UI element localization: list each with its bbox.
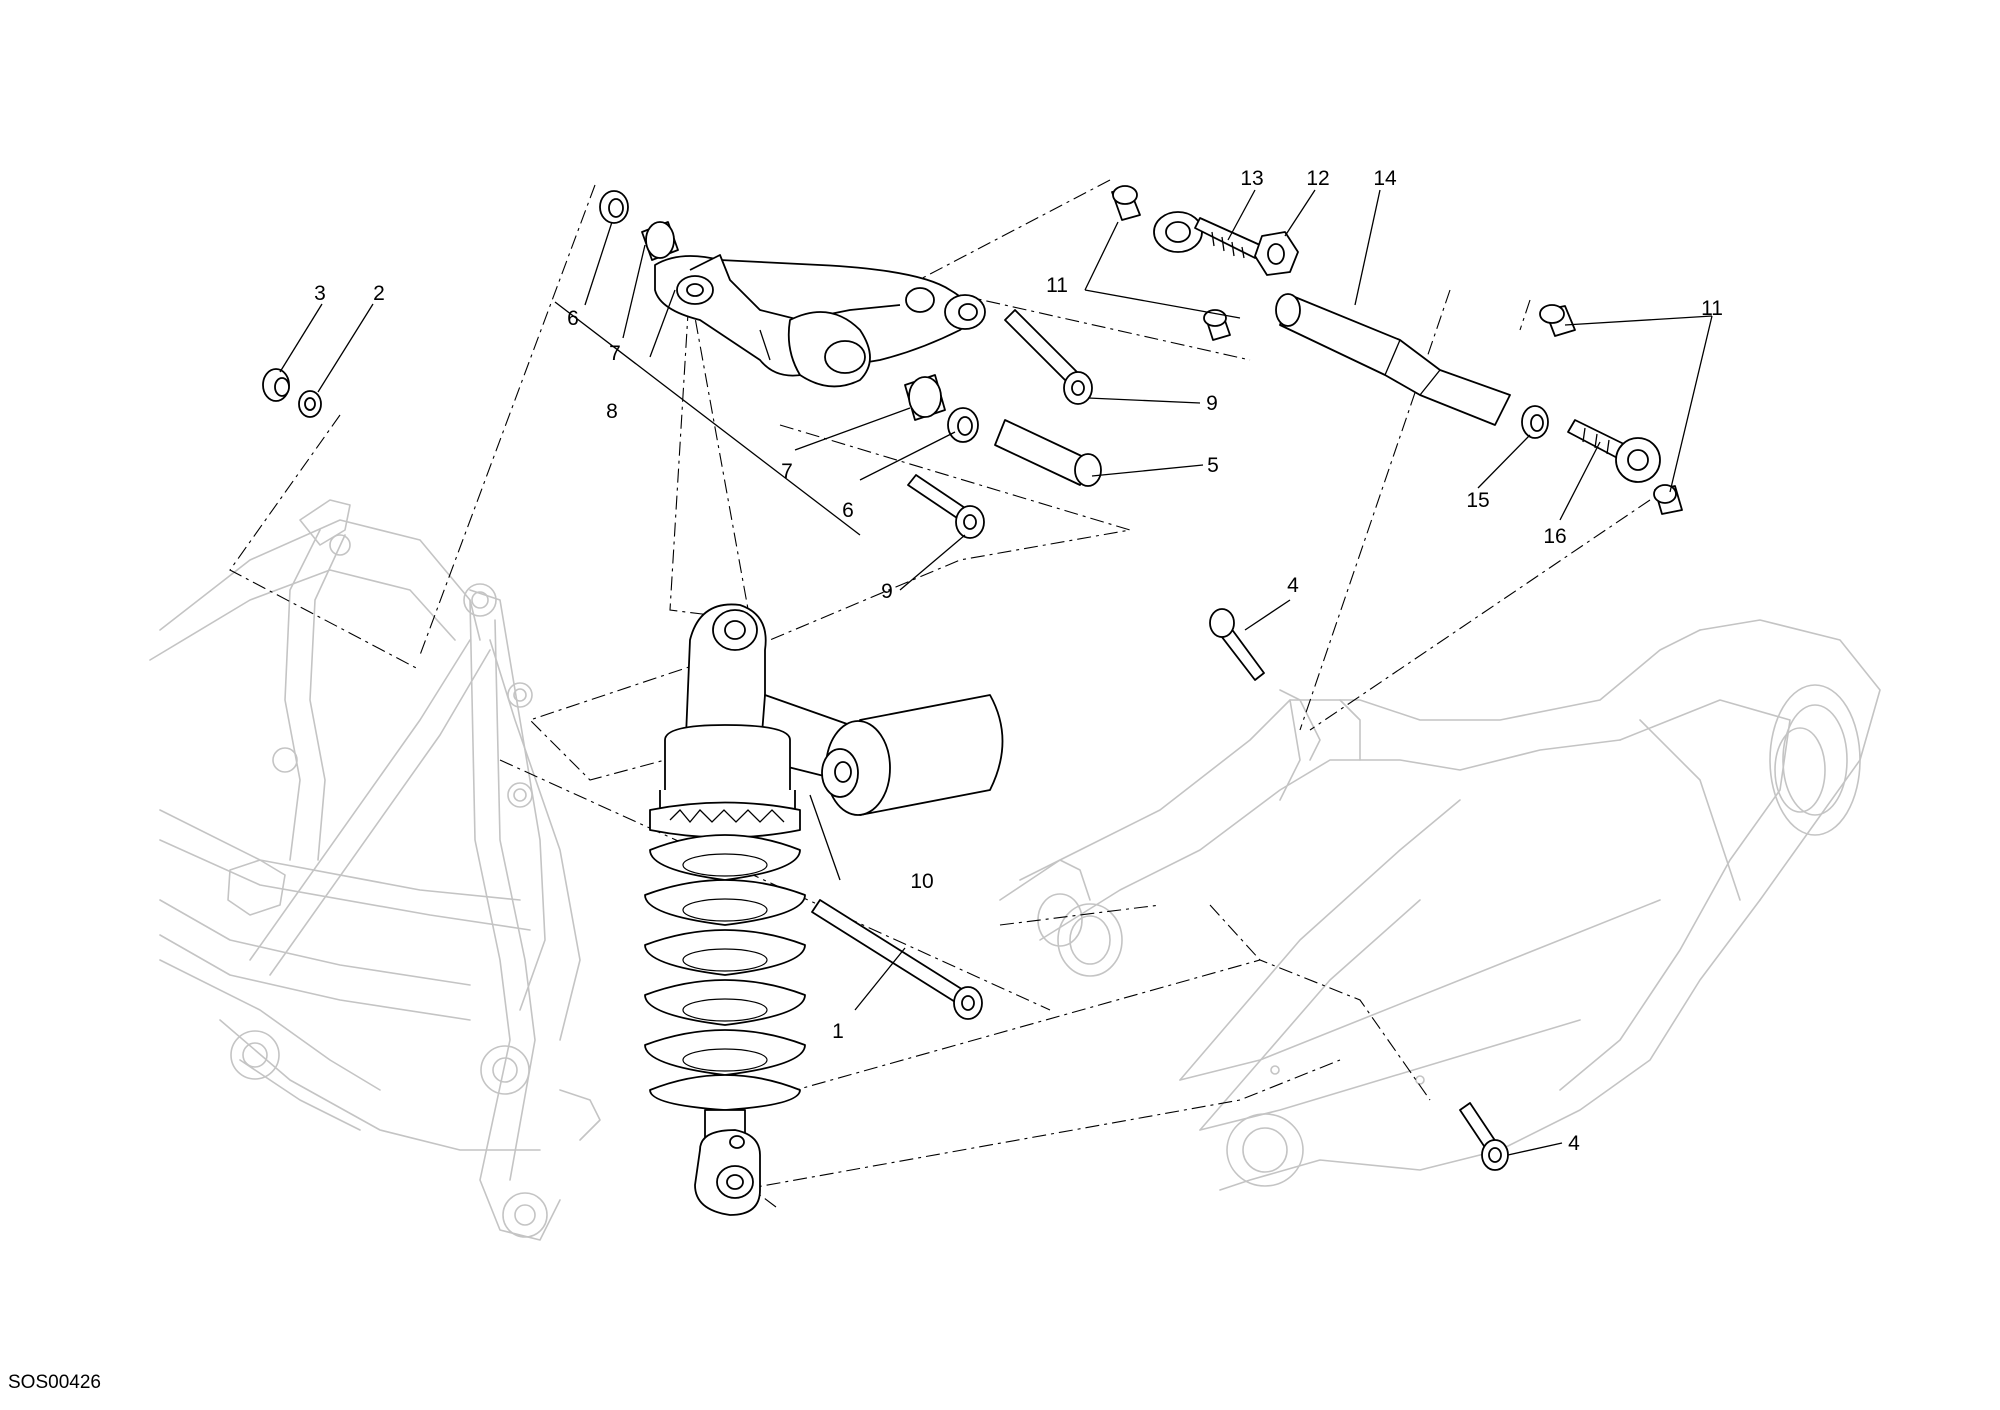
callout-14: 14 bbox=[1373, 167, 1397, 190]
callout-11-right: 11 bbox=[1701, 297, 1723, 320]
frame-outline bbox=[149, 499, 601, 1241]
callout-15: 15 bbox=[1466, 489, 1489, 512]
leader-lines bbox=[279, 189, 1713, 1156]
callout-6-upper: 6 bbox=[567, 307, 579, 330]
callout-11-left: 11 bbox=[1046, 274, 1068, 297]
rocker-arm bbox=[654, 254, 986, 388]
callout-4-upper: 4 bbox=[1287, 574, 1299, 597]
callout-6-lower: 6 bbox=[842, 499, 854, 522]
shock-spring bbox=[644, 834, 806, 1111]
callout-9-lower: 9 bbox=[881, 580, 893, 603]
hardware-parts bbox=[262, 185, 1683, 1171]
callout-16: 16 bbox=[1543, 525, 1566, 548]
callout-7-lower: 7 bbox=[781, 460, 793, 483]
callout-8: 8 bbox=[606, 400, 618, 423]
callout-3: 3 bbox=[314, 282, 326, 305]
shock-absorber bbox=[644, 603, 1004, 1216]
callout-5: 5 bbox=[1207, 454, 1219, 477]
swingarm-outline bbox=[999, 619, 1881, 1191]
callout-7-upper: 7 bbox=[609, 342, 621, 365]
callout-1: 1 bbox=[832, 1020, 844, 1043]
callout-13: 13 bbox=[1240, 167, 1263, 190]
callout-9-upper: 9 bbox=[1206, 392, 1218, 415]
callout-4-lower: 4 bbox=[1568, 1132, 1580, 1155]
callout-2: 2 bbox=[373, 282, 385, 305]
callout-10: 10 bbox=[910, 870, 933, 893]
callout-labels: 1 2 3 4 4 5 6 6 7 7 8 9 9 10 11 11 12 13… bbox=[314, 167, 1723, 1155]
callout-12: 12 bbox=[1306, 167, 1329, 190]
drawing-code: SOS00426 bbox=[8, 1372, 101, 1393]
